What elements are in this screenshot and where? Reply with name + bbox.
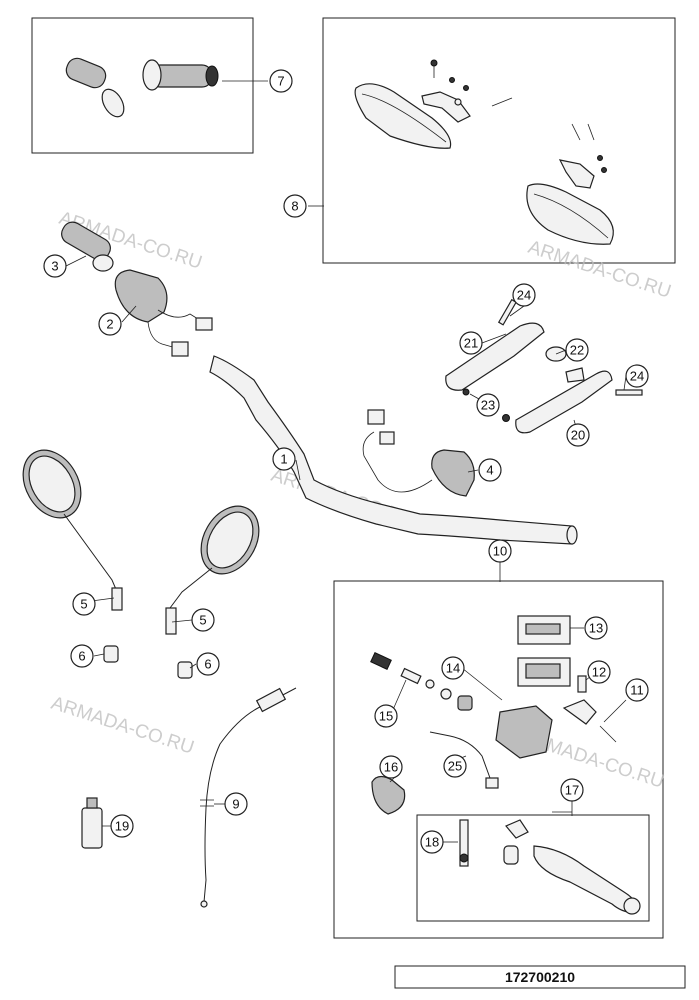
callout-5b: 5	[191, 608, 215, 632]
callout-21: 21	[459, 331, 483, 355]
callout-25: 25	[443, 754, 467, 778]
callout-22: 22	[565, 338, 589, 362]
svg-text:20: 20	[571, 428, 585, 443]
callout-17: 17	[560, 778, 584, 802]
callout-3: 3	[43, 254, 67, 278]
svg-text:25: 25	[448, 759, 462, 774]
grips-inset-frame	[31, 17, 254, 154]
svg-text:3: 3	[51, 259, 58, 274]
svg-text:6: 6	[78, 649, 85, 664]
callout-15: 15	[374, 704, 398, 728]
callout-7: 7	[269, 69, 293, 93]
svg-text:10: 10	[493, 544, 507, 559]
handlebar	[209, 355, 578, 545]
svg-text:6: 6	[204, 657, 211, 672]
callout-13: 13	[584, 616, 608, 640]
lever-subassembly-inset-frame	[416, 814, 650, 922]
throttle-grip	[61, 221, 114, 272]
svg-text:23: 23	[481, 398, 495, 413]
svg-text:16: 16	[384, 760, 398, 775]
svg-text:15: 15	[379, 709, 393, 724]
svg-text:19: 19	[115, 819, 129, 834]
callout-6a: 6	[70, 644, 94, 668]
clutch-master-cylinder-parts	[370, 615, 617, 815]
lever-protector-parts	[445, 298, 643, 434]
clutch-lever	[459, 811, 641, 915]
callout-19: 19	[110, 814, 134, 838]
callout-20: 20	[566, 423, 590, 447]
callout-8: 8	[283, 194, 307, 218]
callout-2: 2	[98, 312, 122, 336]
document-number: 172700210	[505, 969, 575, 985]
watermark: ARMADA-CO.RU	[48, 693, 196, 759]
left-handlebar-switch	[114, 269, 213, 357]
handguards	[308, 59, 614, 245]
svg-text:17: 17	[565, 783, 579, 798]
callout-24b: 24	[625, 364, 649, 388]
watermark: ARMADA-CO.RU	[525, 237, 673, 303]
svg-text:14: 14	[446, 661, 460, 676]
callout-23: 23	[476, 393, 500, 417]
handguards-inset-frame	[322, 17, 676, 264]
callout-6b: 6	[196, 652, 220, 676]
oil-bottle	[81, 797, 103, 849]
callout-11: 11	[625, 678, 649, 702]
callout-5a: 5	[72, 592, 96, 616]
svg-text:4: 4	[486, 463, 493, 478]
svg-text:13: 13	[589, 621, 603, 636]
svg-text:5: 5	[199, 613, 206, 628]
callout-1: 1	[272, 447, 296, 471]
svg-text:9: 9	[232, 797, 239, 812]
clutch-master-cylinder-inset-frame	[333, 580, 664, 939]
svg-text:8: 8	[291, 199, 298, 214]
svg-text:24: 24	[630, 369, 644, 384]
callout-4: 4	[478, 458, 502, 482]
callout-16: 16	[379, 755, 403, 779]
mirrors	[22, 449, 260, 679]
document-number-box	[394, 965, 686, 989]
callout-14: 14	[441, 656, 465, 680]
svg-text:24: 24	[517, 288, 531, 303]
callout-24a: 24	[512, 283, 536, 307]
right-handlebar-switch	[362, 409, 475, 497]
leader-lines	[65, 255, 627, 843]
svg-text:7: 7	[277, 74, 284, 89]
svg-text:12: 12	[592, 665, 606, 680]
callout-10: 10	[488, 539, 512, 563]
throttle-cable	[200, 687, 297, 908]
svg-text:18: 18	[425, 835, 439, 850]
callout-9: 9	[224, 792, 248, 816]
svg-text:1: 1	[280, 452, 287, 467]
svg-text:5: 5	[80, 597, 87, 612]
callout-18: 18	[420, 830, 444, 854]
handlebar-grips	[65, 57, 268, 118]
svg-text:22: 22	[570, 343, 584, 358]
svg-text:21: 21	[464, 336, 478, 351]
callout-12: 12	[587, 660, 611, 684]
svg-text:11: 11	[630, 683, 644, 698]
svg-text:2: 2	[106, 317, 113, 332]
